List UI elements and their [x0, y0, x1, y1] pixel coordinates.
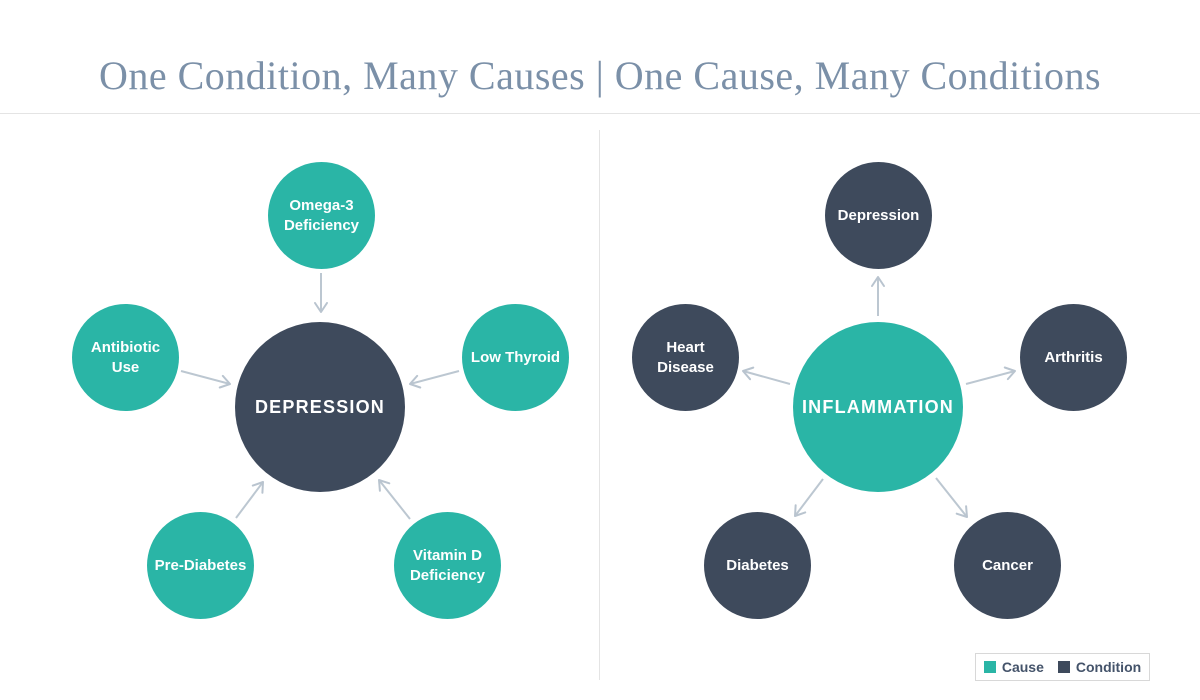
legend-cause-label: Cause [1001, 659, 1044, 675]
page-title: One Condition, Many Causes | One Cause, … [98, 53, 1102, 98]
arrow-inflammation-to-arthritis [965, 366, 1016, 385]
legend-item-condition: Condition [1057, 659, 1142, 675]
node-omega3-deficiency: Omega-3 Deficiency [268, 162, 375, 269]
node-arthritis: Arthritis [1020, 304, 1127, 411]
node-diabetes-label: Diabetes [726, 556, 789, 574]
vertical-divider [599, 130, 600, 680]
node-pre-diabetes-label: Pre-Diabetes [154, 556, 247, 574]
hub-inflammation-label: INFLAMMATION [801, 396, 955, 417]
hub-depression-label: DEPRESSION [254, 396, 385, 417]
node-depression-label: Depression [837, 206, 920, 224]
condition-swatch-icon [1057, 661, 1070, 673]
node-heart-disease-label: Heart Disease [657, 339, 714, 376]
arrow-inflammation-to-diabetes [794, 478, 824, 517]
arrow-inflammation-to-cancer [935, 477, 968, 518]
arrow-vitamind-to-depression [378, 479, 411, 520]
node-antibiotic-use: Antibiotic Use [72, 304, 179, 411]
node-heart-disease: Heart Disease [632, 304, 739, 411]
node-cancer-label: Cancer [982, 556, 1033, 574]
legend-condition-label: Condition [1075, 659, 1142, 675]
hub-inflammation: INFLAMMATION [793, 322, 963, 492]
node-depression: Depression [825, 162, 932, 269]
node-vitamin-d-deficiency-label: Vitamin D Deficiency [409, 547, 486, 584]
arrow-lowthyroid-to-depression [409, 370, 460, 389]
arrow-inflammation-to-heartdisease [742, 366, 791, 385]
node-pre-diabetes: Pre-Diabetes [147, 512, 254, 619]
hub-depression: DEPRESSION [235, 322, 405, 492]
cause-swatch-icon [983, 661, 996, 673]
node-vitamin-d-deficiency: Vitamin D Deficiency [394, 512, 501, 619]
node-cancer: Cancer [954, 512, 1061, 619]
arrow-antibiotic-to-depression [180, 370, 231, 389]
legend: Cause Condition [975, 653, 1150, 681]
node-low-thyroid: Low Thyroid [462, 304, 569, 411]
legend-item-cause: Cause [983, 659, 1044, 675]
arrow-prediabetes-to-depression [235, 481, 264, 519]
node-arthritis-label: Arthritis [1044, 348, 1103, 366]
node-omega3-deficiency-label: Omega-3 Deficiency [283, 197, 360, 234]
node-diabetes: Diabetes [704, 512, 811, 619]
node-low-thyroid-label: Low Thyroid [470, 348, 561, 366]
title-underline [0, 113, 1200, 114]
node-antibiotic-use-label: Antibiotic Use [90, 339, 161, 376]
